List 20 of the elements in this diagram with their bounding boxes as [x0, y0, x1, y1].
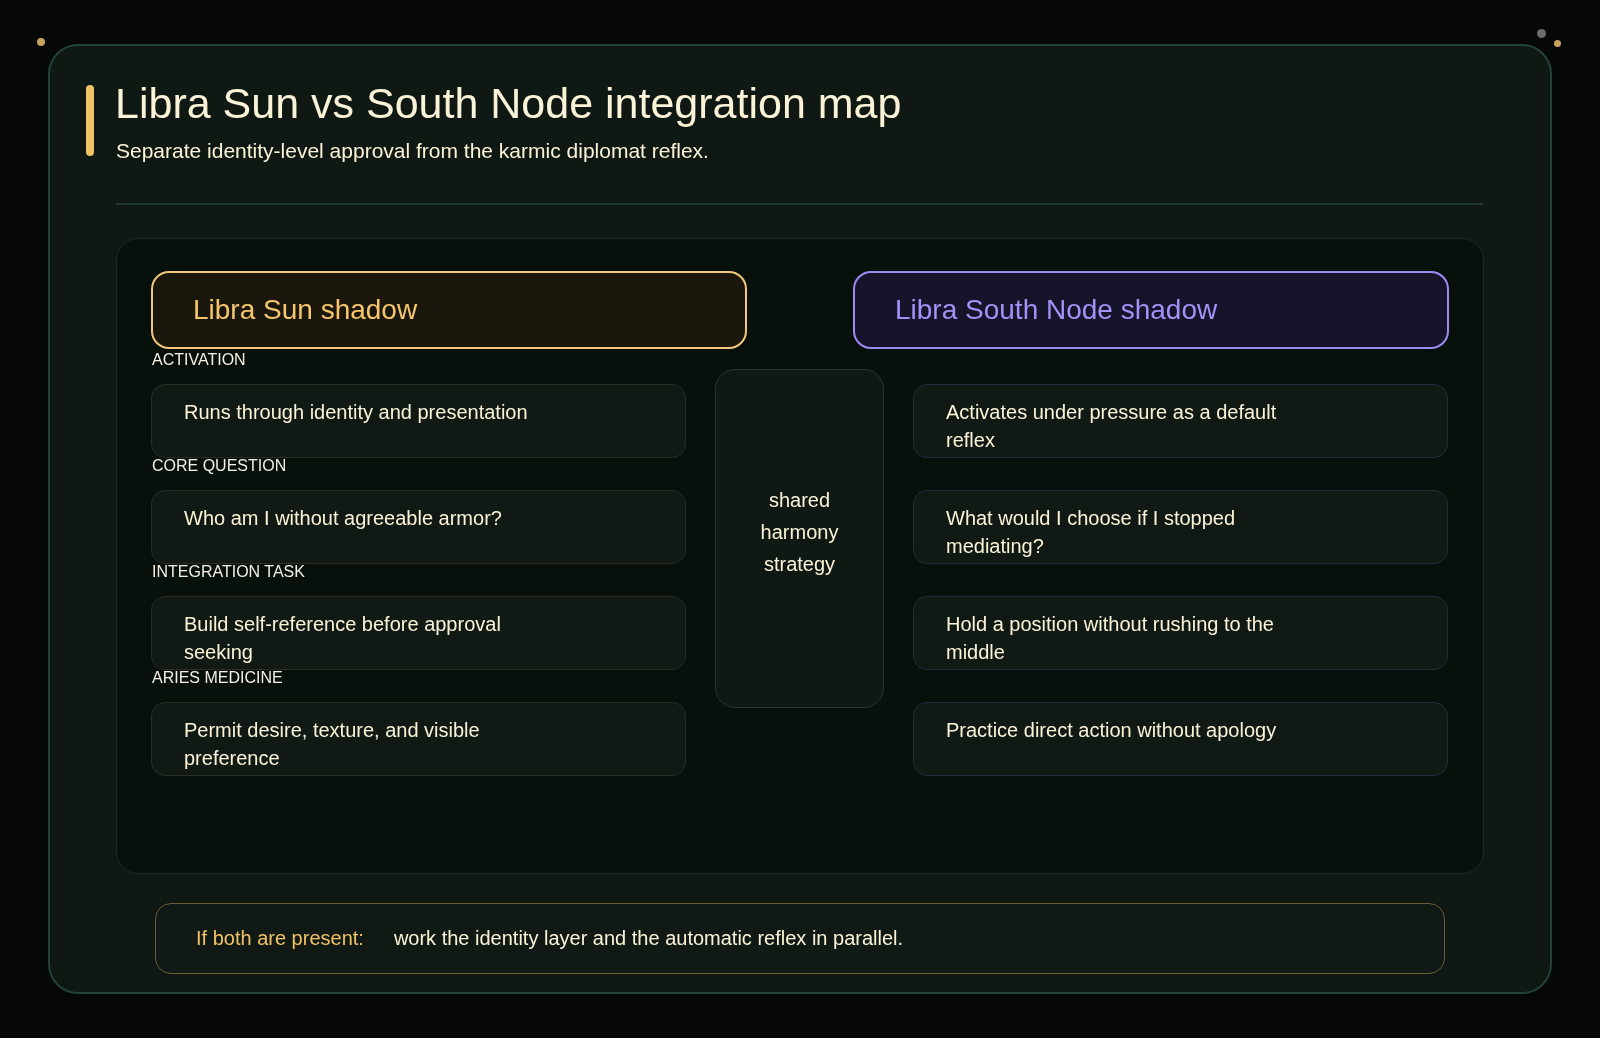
column-header: Libra South Node shadow: [853, 271, 1449, 349]
statement-card: Hold a position without rushing to the middle: [913, 596, 1448, 670]
shared-strategy-card: shared harmony strategy: [715, 369, 884, 708]
statement-card: Runs through identity and presentation: [151, 384, 686, 458]
statement-card: Practice direct action without apology: [913, 702, 1448, 776]
statement-card: Activates under pressure as a default reflex: [913, 384, 1448, 458]
section-label: ARIES MEDICINE: [152, 669, 283, 687]
summary-panel: [155, 903, 1445, 974]
subtitle: Separate identity-level approval from the karmic diplomat reflex.: [116, 138, 709, 164]
section-label: CORE QUESTION: [152, 457, 287, 475]
title: Libra Sun vs South Node integration map: [115, 78, 902, 128]
statement-card: What would I choose if I stopped mediating?: [913, 490, 1448, 564]
statement-card: Build self-reference before approval seeking: [151, 596, 686, 670]
callout-label: If both are present:: [196, 927, 364, 950]
statement-card: Permit desire, texture, and visible preference: [151, 702, 686, 776]
section-label: ACTIVATION: [152, 351, 246, 369]
section-label: INTEGRATION TASK: [152, 563, 305, 581]
column-header: Libra Sun shadow: [151, 271, 747, 349]
summary-text: work the identity layer and the automatic reflex in parallel.: [393, 927, 904, 950]
statement-card: Who am I without agreeable armor?: [151, 490, 686, 564]
